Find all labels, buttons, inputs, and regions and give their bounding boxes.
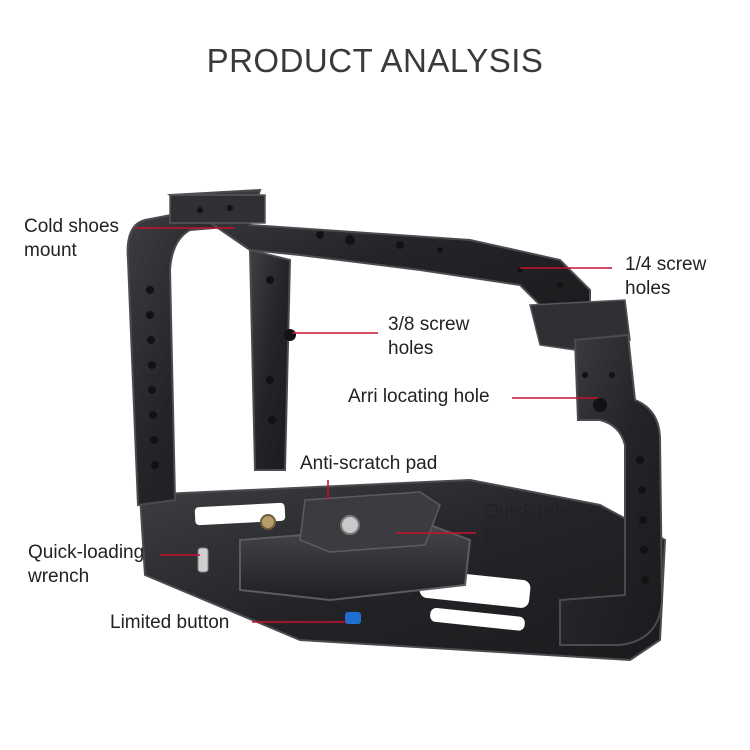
qr-screw [340, 515, 360, 535]
limited-button-shape [345, 612, 361, 624]
wrench-shape [197, 547, 209, 573]
right-upright [559, 333, 664, 646]
label-cold-shoes-mount: Cold shoes mount [24, 216, 120, 261]
right-holes [582, 372, 649, 584]
qr-top-plate [299, 491, 441, 553]
cold-shoe-block [169, 194, 266, 224]
label-quick-release-plate: Quick release plate [484, 501, 601, 546]
top-holes [197, 205, 563, 288]
label-quarter-screw-holes: 1/4 screw holes [625, 254, 707, 299]
left-holes [146, 286, 159, 469]
base-slot-3 [430, 607, 525, 631]
label-three-eighths-screw-holes: 3/8 screw holes [388, 314, 470, 359]
label-arri-locating-hole: Arri locating hole [348, 386, 490, 407]
label-anti-scratch-pad: Anti-scratch pad [300, 453, 438, 474]
base-screw [260, 514, 276, 530]
page-title: PRODUCT ANALYSIS [206, 42, 544, 79]
label-limited-button: Limited button [110, 612, 230, 633]
left-inner-arm [248, 248, 292, 471]
label-quick-loading-wrench: Quick-loading wrench [28, 542, 145, 587]
inner-holes [266, 276, 296, 424]
left-upright [126, 198, 251, 507]
leader-lines [135, 227, 612, 623]
